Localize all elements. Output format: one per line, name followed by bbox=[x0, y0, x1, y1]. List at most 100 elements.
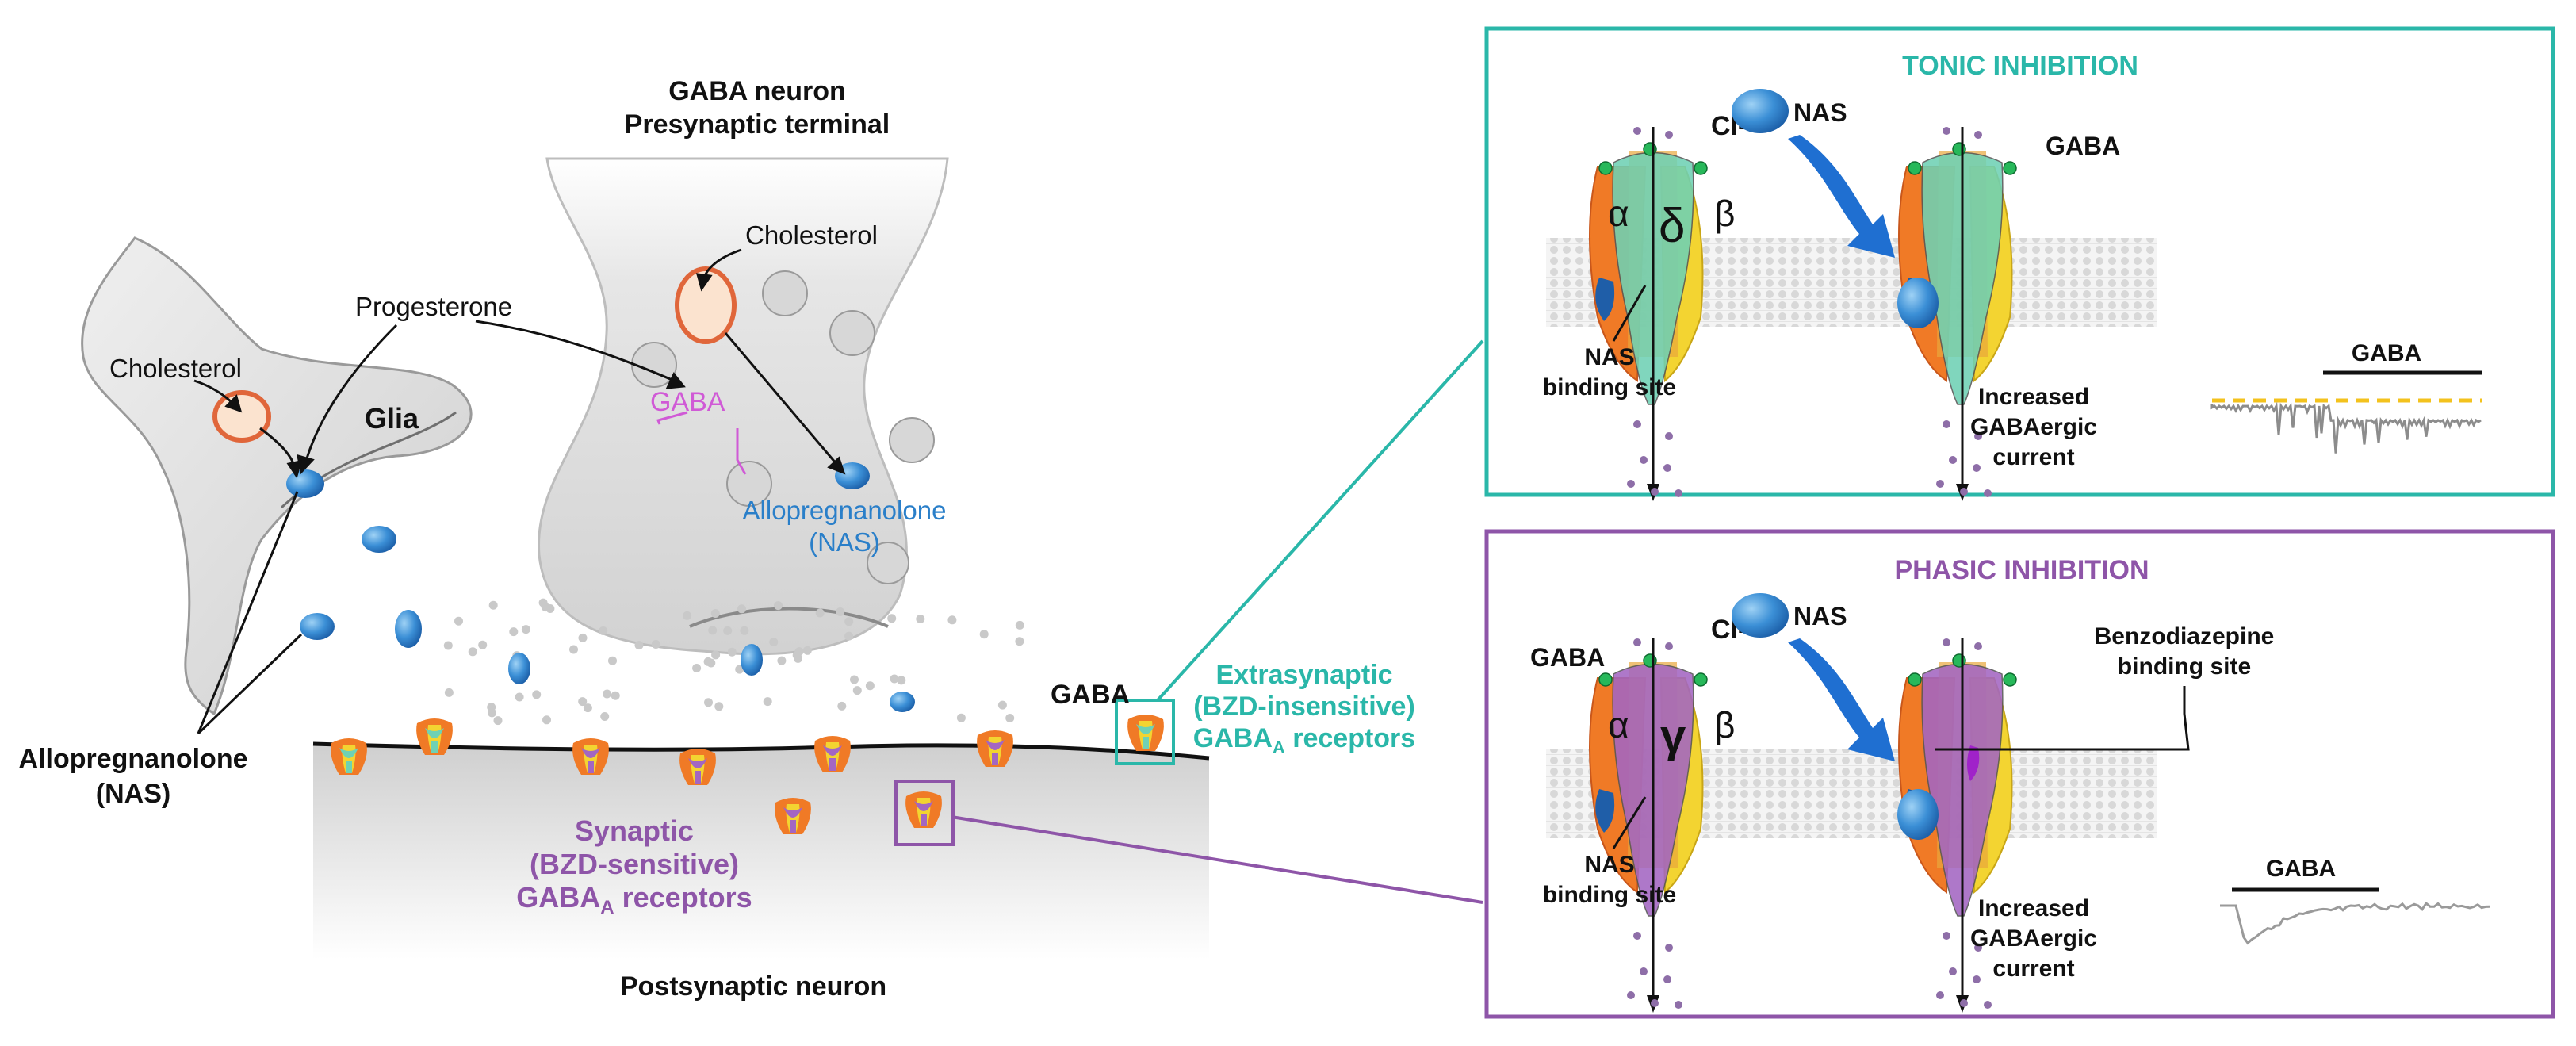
chloride-dot bbox=[1949, 967, 1957, 975]
tonic-channel-before bbox=[1589, 127, 1708, 501]
connector-to-tonic bbox=[1156, 339, 1484, 702]
gaba-dot bbox=[836, 607, 845, 616]
chloride-dot bbox=[1640, 967, 1648, 975]
receptor bbox=[331, 738, 367, 775]
gaba-dot bbox=[611, 691, 620, 700]
gaba-dot bbox=[714, 702, 724, 711]
gaba-dot bbox=[651, 640, 660, 649]
arrow-progesterone-to-glia bbox=[304, 324, 398, 465]
gaba-dot bbox=[692, 664, 702, 672]
chloride-dot bbox=[1949, 456, 1957, 464]
nas-molecule bbox=[508, 653, 530, 684]
synaptic-highlight-box bbox=[894, 780, 955, 846]
nas-molecule bbox=[741, 644, 763, 676]
gaba-pointer-1 bbox=[656, 411, 688, 425]
phasic-increased-1: Increased bbox=[1978, 895, 2089, 921]
chloride-dot bbox=[1627, 991, 1635, 999]
chloride-dot bbox=[1943, 638, 1950, 646]
tonic-binding-site-1: NAS bbox=[1584, 344, 1634, 370]
phasic-bzd-site-2: binding site bbox=[2118, 653, 2251, 680]
gaba-dot bbox=[542, 715, 551, 725]
vesicle bbox=[867, 542, 909, 584]
nas-binding-pocket bbox=[1595, 278, 1615, 321]
gaba-dot bbox=[844, 631, 854, 641]
chloride-dot bbox=[1663, 975, 1671, 983]
gaba-dot bbox=[735, 665, 744, 674]
gaba-binding-dot bbox=[1908, 672, 1922, 687]
gaba-dot bbox=[710, 609, 720, 618]
chloride-dot bbox=[1984, 489, 1992, 497]
chloride-dot bbox=[1960, 999, 1968, 1007]
gaba-dot bbox=[569, 645, 578, 654]
gaba-dot bbox=[1015, 620, 1024, 630]
gaba-dot bbox=[711, 650, 721, 660]
tonic-delta: δ bbox=[1659, 199, 1685, 252]
receptor-subunit bbox=[425, 728, 444, 738]
synaptic-line-1: Synaptic bbox=[575, 814, 694, 847]
arrow-cholesterol-to-allo bbox=[724, 332, 838, 465]
receptor-subunit bbox=[688, 758, 707, 768]
gaba-pointer-lines bbox=[656, 411, 747, 475]
tonic-title: TONIC INHIBITION bbox=[1902, 51, 2138, 81]
gaba-binding-dot bbox=[2003, 672, 2017, 687]
tonic-channel-after bbox=[1897, 127, 2017, 501]
arrow-progesterone-to-terminal bbox=[475, 320, 675, 382]
arrowhead bbox=[224, 394, 243, 413]
phasic-binding-pointer bbox=[1612, 796, 1647, 849]
gaba-binding-dot bbox=[1694, 161, 1708, 175]
gaba-vesicle-label: GABA bbox=[650, 387, 725, 417]
gaba-dot bbox=[603, 689, 611, 699]
receptor-subunit bbox=[339, 748, 358, 758]
synaptic-label: Synaptic (BZD-sensitive) GABAA receptors bbox=[516, 814, 752, 918]
nas-binding-pocket bbox=[1595, 789, 1615, 833]
gaba-dot bbox=[737, 604, 746, 614]
tonic-gaba-label: GABA bbox=[2046, 132, 2120, 160]
receptor-subunit bbox=[783, 807, 802, 818]
gaba-synapse-label: GABA bbox=[1051, 680, 1130, 710]
gaba-dot bbox=[979, 630, 989, 639]
tonic-current-trace bbox=[2210, 401, 2482, 454]
allo-left-label-2: (NAS) bbox=[96, 779, 170, 809]
membrane-receptors bbox=[331, 715, 1164, 834]
gaba-binding-dot bbox=[1694, 672, 1708, 687]
phasic-binding-site-2: binding site bbox=[1543, 882, 1676, 908]
chloride-dot bbox=[1663, 464, 1671, 472]
phasic-labels: Cl- NAS GABA α γ β Benzodiazepine bindin… bbox=[1530, 593, 2490, 982]
chloride-dot bbox=[1665, 131, 1673, 139]
tonic-nas-icon bbox=[1732, 89, 1789, 133]
receptor-stem bbox=[346, 761, 352, 773]
phasic-trace-label: GABA bbox=[2266, 856, 2336, 882]
chloride-dot bbox=[1936, 480, 1944, 488]
tonic-beta: β bbox=[1714, 193, 1735, 234]
phasic-alpha: α bbox=[1608, 704, 1629, 745]
arrowhead bbox=[695, 273, 713, 292]
vesicle bbox=[829, 310, 875, 356]
tonic-labels: Cl- NAS GABA α δ β NAS binding site Incr… bbox=[1543, 89, 2482, 470]
gaba-dot bbox=[852, 686, 862, 695]
gaba-dot bbox=[538, 598, 548, 607]
receptor-stem bbox=[695, 771, 701, 784]
phasic-increased-3: current bbox=[1992, 956, 2074, 982]
receptor-subunit bbox=[581, 748, 600, 758]
gaba-dot bbox=[740, 626, 749, 635]
receptor bbox=[977, 730, 1013, 767]
tonic-binding-site-2: binding site bbox=[1543, 374, 1676, 400]
receptor-subunit bbox=[1136, 724, 1155, 734]
gaba-dot bbox=[774, 601, 783, 611]
phasic-channel-before bbox=[1589, 638, 1708, 1013]
chloride-dot bbox=[1651, 999, 1659, 1007]
receptor bbox=[416, 718, 453, 755]
chloride-dot bbox=[1943, 420, 1950, 428]
phasic-title: PHASIC INHIBITION bbox=[1894, 555, 2149, 585]
extrasynaptic-line-1: Extrasynaptic bbox=[1216, 660, 1393, 690]
receptor bbox=[1127, 715, 1164, 751]
mitochondrion-presynaptic bbox=[675, 266, 737, 344]
gaba-dot bbox=[794, 653, 802, 663]
tonic-trace-label: GABA bbox=[2352, 340, 2421, 366]
chloride-dot bbox=[1973, 464, 1981, 472]
gaba-dot bbox=[1005, 714, 1015, 722]
receptor-stem bbox=[1143, 737, 1149, 749]
gaba-dot bbox=[488, 600, 498, 610]
extrasynaptic-line-3: GABAA receptors bbox=[1193, 723, 1415, 757]
